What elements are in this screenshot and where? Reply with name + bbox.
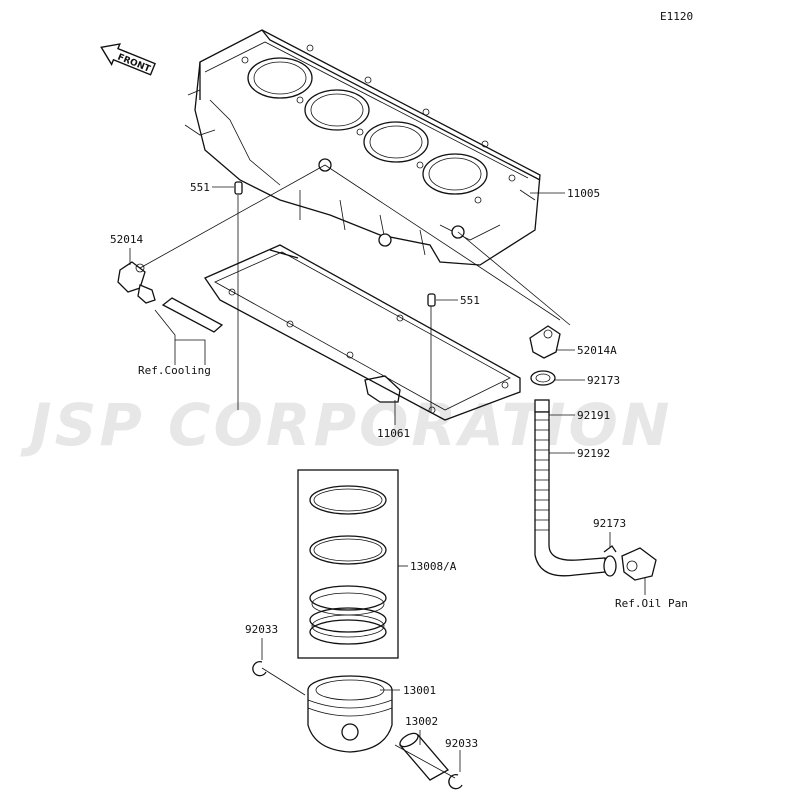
- ref-cooling-label: Ref.Cooling: [138, 364, 211, 377]
- clamp-92173-top[interactable]: [530, 370, 556, 386]
- dowel-pin-mid[interactable]: [427, 293, 436, 307]
- label-92033-right: 92033: [445, 737, 478, 750]
- circlip-left[interactable]: [252, 661, 267, 677]
- label-13001: 13001: [403, 684, 436, 697]
- piston[interactable]: [307, 675, 393, 753]
- label-11005: 11005: [567, 187, 600, 200]
- head-gasket[interactable]: [204, 244, 521, 421]
- fitting-52014a[interactable]: [529, 325, 561, 359]
- label-92173-top: 92173: [587, 374, 620, 387]
- label-92033-left: 92033: [245, 623, 278, 636]
- label-13008a: 13008/A: [410, 560, 457, 573]
- clamp-92173-bottom[interactable]: [603, 545, 617, 577]
- label-13002: 13002: [405, 715, 438, 728]
- label-11061: 11061: [377, 427, 410, 440]
- ring-set-box[interactable]: [297, 469, 399, 659]
- diagram-code: E1120: [660, 10, 693, 23]
- circlip-right[interactable]: [448, 774, 463, 790]
- label-92192: 92192: [577, 447, 610, 460]
- cooling-hose[interactable]: [161, 297, 224, 333]
- front-arrow-icon: FRONT: [100, 43, 156, 76]
- cylinder-block[interactable]: [184, 29, 541, 266]
- label-92191: 92191: [577, 409, 610, 422]
- label-551-top: 551: [190, 181, 210, 194]
- label-551-mid: 551: [460, 294, 480, 307]
- label-52014a: 52014A: [577, 344, 617, 357]
- label-92173-bottom: 92173: [593, 517, 626, 530]
- watermark: JSP CORPORATION: [20, 391, 672, 459]
- piston-rings[interactable]: [309, 485, 387, 645]
- oil-hose[interactable]: [534, 399, 606, 577]
- piston-pin[interactable]: [398, 731, 450, 781]
- fitting-52014[interactable]: [117, 261, 156, 304]
- label-52014: 52014: [110, 233, 143, 246]
- ref-oil-pan-label: Ref.Oil Pan: [615, 597, 688, 610]
- dowel-pin-top[interactable]: [234, 181, 243, 195]
- oil-pan-fitting[interactable]: [621, 547, 657, 581]
